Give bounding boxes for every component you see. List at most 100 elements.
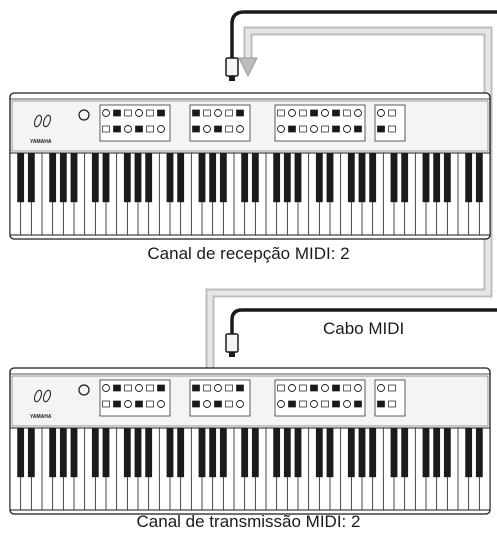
panel-button (354, 400, 362, 408)
panel-button (299, 125, 307, 133)
modulation-wheel (43, 389, 51, 403)
panel-button (203, 109, 211, 117)
pitch-wheel (34, 114, 42, 128)
panel-button (288, 400, 296, 408)
panel-button (113, 125, 121, 133)
black-key (198, 428, 206, 478)
midi-plug-bottom (225, 333, 239, 353)
black-key (283, 153, 291, 203)
black-key (49, 153, 57, 203)
black-key (251, 428, 259, 478)
panel-knob (214, 109, 222, 117)
panel-button (135, 125, 143, 133)
black-key (166, 428, 174, 478)
pitch-wheel (34, 389, 42, 403)
master-volume-knob (78, 109, 90, 121)
black-key (27, 428, 35, 478)
panel-button (332, 109, 340, 117)
panel-button (113, 400, 121, 408)
black-key (91, 153, 99, 203)
black-key (198, 153, 206, 203)
black-key (347, 153, 355, 203)
midi-plug-bottom-pin (229, 352, 235, 357)
black-key (17, 428, 25, 478)
panel-knob (135, 109, 143, 117)
black-key (166, 153, 174, 203)
black-key (475, 428, 483, 478)
panel-button (157, 384, 165, 392)
panel-knob (377, 384, 385, 392)
panel-knob (236, 400, 244, 408)
black-key (59, 428, 67, 478)
panel-button (113, 109, 121, 117)
panel-button (388, 109, 396, 117)
panel-knob (321, 384, 329, 392)
panel-button (146, 125, 154, 133)
black-key (294, 428, 302, 478)
black-key (465, 153, 473, 203)
black-key (145, 428, 153, 478)
black-key (465, 428, 473, 478)
black-key (315, 153, 323, 203)
black-key (27, 153, 35, 203)
panel-button (146, 109, 154, 117)
panel-button (214, 125, 222, 133)
panel-knob (277, 400, 285, 408)
black-key (251, 153, 259, 203)
midi-plug-top-pin (229, 76, 235, 81)
midi-cable-top (230, 10, 497, 62)
panel-button (310, 109, 318, 117)
panel-knob (124, 400, 132, 408)
black-key (102, 153, 110, 203)
panel-button (102, 400, 110, 408)
black-key (17, 153, 25, 203)
panel-button (192, 109, 200, 117)
black-key (145, 153, 153, 203)
panel-button (192, 400, 200, 408)
panel-knob (203, 125, 211, 133)
black-key (102, 428, 110, 478)
receiver-keyboard: YAMAHA (9, 92, 491, 240)
black-key (315, 428, 323, 478)
panel-knob (203, 400, 211, 408)
black-key (326, 153, 334, 203)
panel-knob (310, 125, 318, 133)
panel-button (299, 400, 307, 408)
black-key (401, 153, 409, 203)
panel-section (274, 104, 366, 142)
panel-button (377, 400, 385, 408)
black-key (241, 153, 249, 203)
panel-knob (102, 384, 110, 392)
panel-knob (354, 384, 362, 392)
black-key (422, 428, 430, 478)
black-key (433, 153, 441, 203)
panel-button (157, 109, 165, 117)
panel-button (332, 384, 340, 392)
midi-cable-bottom (230, 308, 497, 336)
black-key (70, 428, 78, 478)
black-key (390, 428, 398, 478)
black-key (91, 428, 99, 478)
panel-knob (102, 109, 110, 117)
panel-knob (157, 125, 165, 133)
brand-logo: YAMAHA (30, 139, 52, 145)
panel-knob (277, 125, 285, 133)
black-key (283, 428, 291, 478)
black-key (59, 153, 67, 203)
panel-button (102, 125, 110, 133)
black-key (347, 428, 355, 478)
black-key (241, 428, 249, 478)
black-key (219, 428, 227, 478)
panel-button (388, 125, 396, 133)
transmit-channel-label: Canal de transmissão MIDI: 2 (136, 512, 361, 531)
keybed (9, 427, 491, 511)
panel-button (343, 109, 351, 117)
black-key (369, 428, 377, 478)
black-key (123, 153, 131, 203)
panel-button (388, 400, 396, 408)
black-key (273, 153, 281, 203)
panel-button (225, 384, 233, 392)
transmitter-keyboard: YAMAHA (9, 367, 491, 515)
black-key (443, 428, 451, 478)
panel-knob (343, 125, 351, 133)
